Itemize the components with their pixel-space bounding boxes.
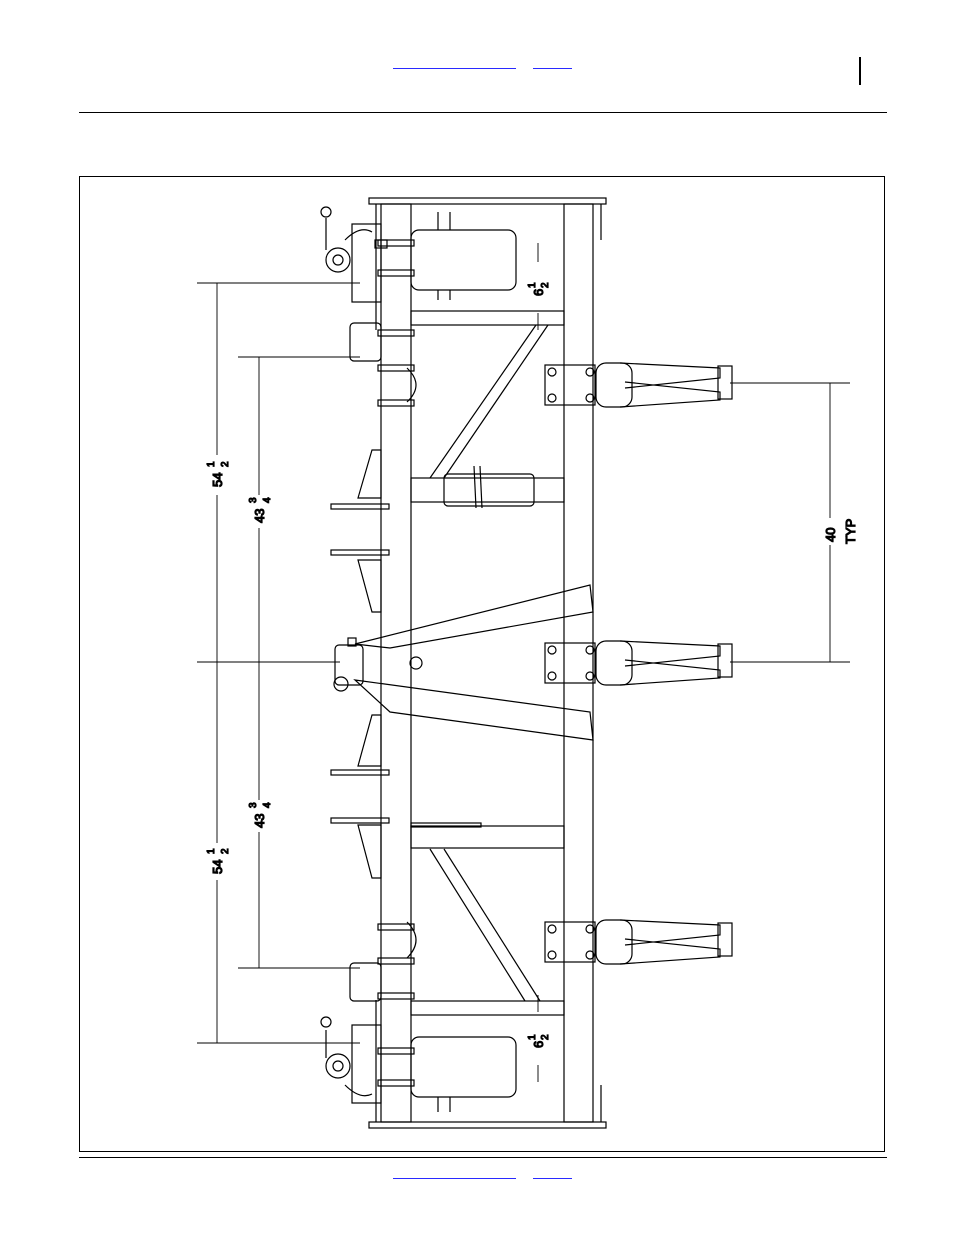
dim-43-top-den: 4 — [262, 497, 273, 503]
dim-6-bottom-whole: 6 — [531, 1041, 546, 1048]
dim-typ-note: TYP — [843, 519, 858, 544]
dim-40-value: 40 — [823, 528, 838, 542]
dim-54-bottom-whole: 54 — [210, 860, 225, 874]
dim-6-top-den: 2 — [540, 282, 551, 288]
dim-43-top: 43 3 4 — [248, 497, 273, 523]
side-plates — [331, 450, 389, 878]
dim-43-top-num: 3 — [248, 497, 259, 503]
dimension-lines — [197, 243, 850, 1082]
dim-6-top-whole: 6 — [531, 289, 546, 296]
main-frame — [369, 198, 606, 1128]
dim-43-bottom-whole: 43 — [252, 814, 267, 828]
cross-members — [411, 311, 564, 1015]
row-unit-3 — [545, 920, 732, 964]
center-hitch — [334, 585, 593, 740]
footer-link-2[interactable] — [533, 1178, 572, 1179]
dim-54-top-den: 2 — [220, 461, 231, 467]
dim-6-bottom-num: 1 — [527, 1034, 538, 1040]
dim-43-bottom-den: 4 — [262, 802, 273, 808]
gauge-wheel-top — [321, 207, 516, 302]
dim-54-bottom-den: 2 — [220, 848, 231, 854]
footer-rule — [79, 1157, 887, 1158]
dim-43-top-whole: 43 — [252, 509, 267, 523]
clamp-brackets — [350, 240, 416, 1086]
dim-6-top-num: 1 — [527, 282, 538, 288]
row-unit-2 — [545, 641, 732, 685]
dim-43-bottom: 43 3 4 — [248, 802, 273, 828]
dim-row-spacing: 40 TYP — [823, 519, 858, 544]
gauge-wheel-bottom — [321, 1017, 516, 1112]
dim-43-bottom-num: 3 — [248, 802, 259, 808]
dim-6-top: 6 1 2 — [527, 282, 551, 296]
footer-link-1[interactable] — [393, 1178, 516, 1179]
dim-6-bottom-den: 2 — [540, 1034, 551, 1040]
dim-54-bottom: 54 1 2 — [206, 848, 231, 874]
row-unit-1 — [545, 363, 732, 407]
dim-6-bottom: 6 1 2 — [527, 1034, 551, 1048]
dim-54-top: 54 1 2 — [206, 461, 231, 487]
dim-54-bottom-num: 1 — [206, 848, 217, 854]
dim-54-top-num: 1 — [206, 461, 217, 467]
dim-54-top-whole: 54 — [210, 473, 225, 487]
